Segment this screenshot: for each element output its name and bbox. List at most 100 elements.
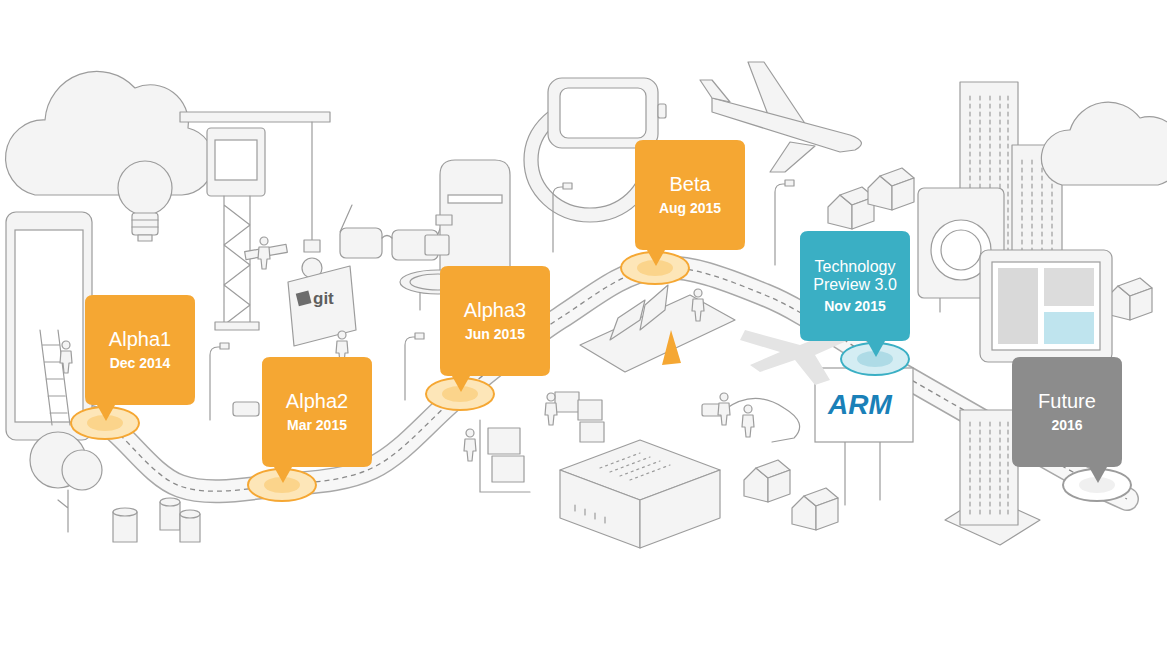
tree-part	[62, 450, 102, 490]
callout-shape	[85, 295, 195, 421]
callout-content: Alpha1Dec 2014	[85, 295, 195, 405]
lightbulb-part	[132, 220, 158, 227]
people	[60, 237, 754, 461]
callout-shape	[800, 231, 910, 357]
people-part	[742, 405, 754, 437]
monitor-part	[980, 250, 1112, 362]
callout-shape	[1012, 357, 1122, 483]
people-part	[258, 237, 270, 269]
chart-platform-part	[610, 300, 645, 340]
city-illustration	[6, 62, 1167, 548]
glasses-part	[340, 228, 382, 258]
boxes-part	[492, 456, 524, 482]
tree	[30, 432, 102, 532]
callout-shape	[262, 357, 372, 483]
crane-part	[207, 128, 265, 196]
coffee-machine-part	[448, 195, 502, 203]
billboard-part	[815, 368, 913, 442]
callout-shape	[440, 266, 550, 392]
milestone-date: Dec 2014	[110, 355, 171, 371]
milestone-callout: Technology Preview 3.0Nov 2015	[800, 231, 910, 341]
lightbulb-part	[138, 235, 152, 241]
arm-logo-text: ARM	[828, 391, 892, 419]
monitor-part	[998, 268, 1038, 344]
milestone-name: Alpha2	[286, 390, 348, 413]
crane-part	[180, 112, 330, 122]
smartwatch-part	[560, 88, 646, 138]
people-part	[718, 393, 730, 425]
milestone-callout: Future 2016	[1012, 357, 1122, 467]
monitor-part	[1044, 312, 1094, 344]
boxes-part	[555, 392, 579, 412]
crane-part	[215, 322, 259, 330]
milestone-markers	[71, 252, 1131, 501]
lightbulb	[118, 161, 172, 241]
airplane-part	[700, 80, 730, 102]
street-lamps-part	[220, 343, 229, 349]
callout-content: Alpha2Mar 2015	[262, 357, 372, 467]
cylinders-part	[160, 498, 180, 506]
milestone-name: Alpha1	[109, 328, 171, 351]
router-part	[575, 505, 605, 523]
boxes-part	[488, 428, 520, 454]
crane-part	[304, 240, 320, 252]
git-sign-part	[296, 290, 312, 306]
milestone-name: Future	[1038, 390, 1096, 413]
monitor-part	[992, 262, 1100, 350]
people-part	[464, 429, 476, 461]
milestone-callout: BetaAug 2015	[635, 140, 745, 250]
street-lamps-part	[785, 180, 794, 186]
street-lamps-part	[210, 347, 222, 420]
milestone-callout: Alpha3Jun 2015	[440, 266, 550, 376]
callout-content: Alpha3Jun 2015	[440, 266, 550, 376]
cloud	[1041, 102, 1167, 185]
smartwatch-part	[658, 104, 666, 118]
cylinders-part	[180, 510, 200, 518]
milestone-callout: Alpha2Mar 2015	[262, 357, 372, 467]
cable-plug-part	[724, 398, 800, 442]
chart-platform-part	[662, 330, 681, 365]
milestone-date: Aug 2015	[659, 200, 721, 216]
people-part	[60, 341, 72, 373]
airplane-part	[770, 142, 815, 172]
callout-shape	[635, 140, 745, 266]
people-part	[545, 393, 557, 425]
boxes-part	[578, 400, 602, 420]
glasses-part	[340, 205, 448, 238]
monitor-part	[1044, 268, 1094, 306]
lightbulb-part	[132, 213, 158, 235]
houses-part	[828, 187, 874, 229]
boxes	[480, 392, 604, 492]
houses-part	[792, 488, 838, 530]
cloud	[6, 71, 215, 195]
milestone-date: 2016	[1051, 417, 1082, 433]
houses-part	[868, 168, 914, 210]
crane-part	[224, 196, 250, 325]
crane-part	[215, 140, 257, 180]
billboard-part	[845, 440, 880, 505]
callout-content: BetaAug 2015	[635, 140, 745, 250]
tablet-part	[15, 230, 83, 422]
street-lamps-part	[553, 187, 565, 252]
router-part	[640, 470, 720, 548]
callout-content: Technology Preview 3.0Nov 2015	[800, 231, 910, 341]
milestone-date: Nov 2015	[824, 298, 885, 314]
router-part	[600, 453, 670, 480]
milestone-date: Jun 2015	[465, 326, 525, 342]
people-part	[692, 289, 704, 321]
houses-part	[744, 460, 790, 502]
milestone-name: Beta	[669, 173, 710, 196]
office-building-part	[970, 422, 1008, 515]
chart-platform	[580, 285, 735, 372]
tablet-part	[6, 212, 92, 440]
houses-part	[1106, 278, 1152, 320]
git-sign-text: git	[313, 290, 334, 307]
lightbulb-part	[118, 161, 172, 215]
street-lamps-part	[405, 337, 417, 400]
chart-platform-part	[640, 285, 668, 330]
cylinders-part	[113, 508, 137, 516]
tree-part	[58, 490, 68, 532]
boxes-part	[580, 422, 604, 442]
